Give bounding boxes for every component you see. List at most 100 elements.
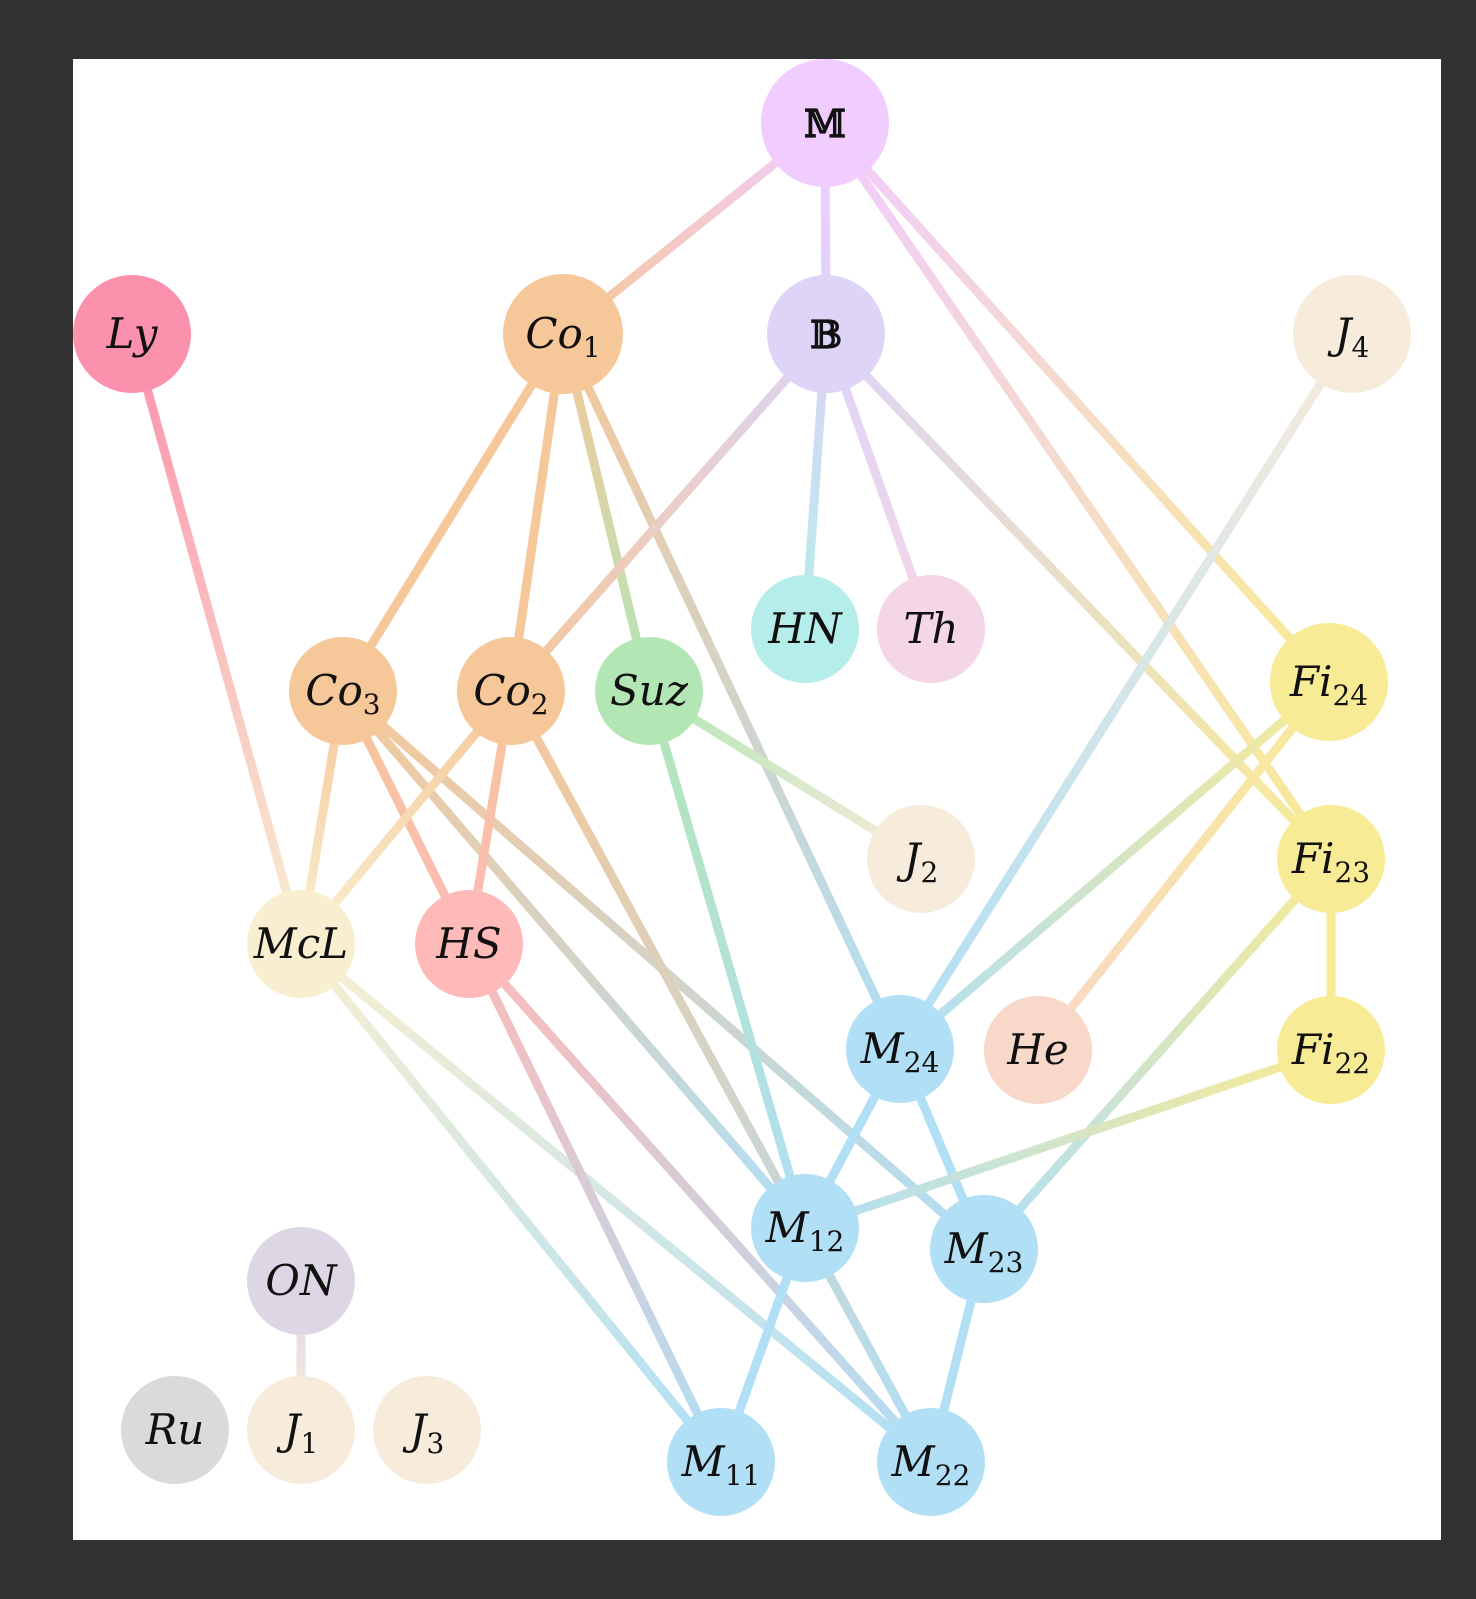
node-circle: [751, 1174, 859, 1282]
node-label-subscript: 3: [363, 688, 381, 721]
node-circle: [877, 575, 985, 683]
node-circle: [1277, 996, 1385, 1104]
node-M12[interactable]: M12: [751, 1174, 859, 1282]
node-label-base: M: [891, 1437, 936, 1486]
edge-Fi22-M12: [800, 1045, 1336, 1233]
node-M23[interactable]: M23: [930, 1195, 1038, 1303]
node-Ly[interactable]: Ly: [73, 275, 191, 393]
node-circle: [415, 890, 523, 998]
node-circle: [373, 1376, 481, 1484]
edge-Fi23-M23: [979, 854, 1336, 1254]
node-label-base: Co: [473, 666, 530, 715]
node-label: Fi23: [1291, 834, 1370, 889]
node-circle: [867, 805, 975, 913]
edge-B-Co2: [506, 329, 831, 696]
node-label-base: M: [860, 1024, 905, 1073]
node-circle: [751, 575, 859, 683]
node-label-base: Fi: [1291, 834, 1335, 883]
node-label-base: Fi: [1289, 657, 1333, 706]
node-M22[interactable]: M22: [877, 1408, 985, 1516]
node-circle: [877, 1408, 985, 1516]
node-J3[interactable]: J3: [373, 1376, 481, 1484]
node-Fi23[interactable]: Fi23: [1277, 805, 1385, 913]
node-circle: [984, 996, 1092, 1104]
node-label-base: M: [681, 1437, 726, 1486]
node-label: M22: [891, 1437, 971, 1492]
node-circle: [846, 995, 954, 1103]
node-circle: [1293, 275, 1411, 393]
node-label-subscript: 23: [988, 1246, 1024, 1279]
node-circle: [289, 637, 397, 745]
node-label: Suz: [610, 666, 689, 715]
node-Co1[interactable]: Co1: [503, 274, 623, 394]
edge-Co2-M22: [506, 686, 936, 1467]
node-Th[interactable]: Th: [877, 575, 985, 683]
node-label-base: M: [765, 1203, 810, 1252]
node-M[interactable]: 𝕄: [761, 59, 889, 187]
node-label-base: Suz: [610, 666, 689, 715]
node-label: HS: [435, 919, 501, 968]
node-label-base: HN: [767, 604, 843, 653]
node-Co2[interactable]: Co2: [457, 637, 565, 745]
node-circle: [595, 637, 703, 745]
node-label: M12: [765, 1203, 845, 1258]
node-J1[interactable]: J1: [247, 1376, 355, 1484]
node-label: Ly: [106, 309, 159, 358]
node-M11[interactable]: M11: [667, 1408, 775, 1516]
node-label: McL: [253, 919, 348, 968]
node-label-base: Th: [903, 604, 958, 653]
node-circle: [1270, 623, 1388, 741]
node-HN[interactable]: HN: [751, 575, 859, 683]
node-label: HN: [767, 604, 843, 653]
node-ON[interactable]: ON: [247, 1227, 355, 1335]
node-label-subscript: 22: [1334, 1047, 1370, 1080]
node-Co3[interactable]: Co3: [289, 637, 397, 745]
node-McL[interactable]: McL: [247, 890, 355, 998]
node-circle: [247, 1376, 355, 1484]
edge-Suz-M12: [644, 686, 810, 1233]
node-circle: [761, 59, 889, 187]
node-label-base: 𝔹: [810, 312, 842, 357]
edge-M-Fi23: [820, 118, 1336, 864]
node-He[interactable]: He: [984, 996, 1092, 1104]
node-label-subscript: 11: [725, 1459, 761, 1492]
node-M24[interactable]: M24: [846, 995, 954, 1103]
node-label-subscript: 24: [1332, 679, 1368, 712]
node-label: Co2: [473, 666, 548, 721]
node-B[interactable]: 𝔹: [767, 275, 885, 393]
node-label-subscript: 2: [531, 688, 549, 721]
node-Fi22[interactable]: Fi22: [1277, 996, 1385, 1104]
node-label: M24: [860, 1024, 940, 1079]
node-Ru[interactable]: Ru: [121, 1376, 229, 1484]
node-circle: [121, 1376, 229, 1484]
edge-Co1-Co3: [338, 329, 568, 696]
node-HS[interactable]: HS: [415, 890, 523, 998]
edge-Fi24-He: [1033, 677, 1334, 1055]
node-label-subscript: 2: [921, 856, 939, 889]
node-Fi24[interactable]: Fi24: [1270, 623, 1388, 741]
node-J2[interactable]: J2: [867, 805, 975, 913]
node-label-base: 𝕄: [804, 101, 846, 146]
node-J4[interactable]: J4: [1293, 275, 1411, 393]
node-label-subscript: 4: [1352, 331, 1370, 364]
node-label: Ru: [145, 1405, 205, 1454]
node-Suz[interactable]: Suz: [595, 637, 703, 745]
edge-Co1-M24: [558, 329, 905, 1054]
node-label-base: Co: [305, 666, 362, 715]
edge-HS-M11: [464, 939, 726, 1467]
node-label-base: McL: [253, 919, 348, 968]
node-circle: [457, 637, 565, 745]
node-circle: [930, 1195, 1038, 1303]
edge-M-Fi24: [820, 118, 1334, 687]
node-label: Co3: [305, 666, 380, 721]
node-label-base: Ly: [106, 309, 159, 358]
node-label-subscript: 22: [935, 1459, 971, 1492]
node-label-base: Co: [525, 309, 582, 358]
edge-Co2-McL: [296, 686, 516, 949]
node-label-subscript: 1: [583, 331, 601, 364]
node-circle: [1277, 805, 1385, 913]
edge-B-Fi23: [821, 329, 1336, 864]
node-label-base: M: [944, 1224, 989, 1273]
edge-Co1-Suz: [558, 329, 654, 696]
